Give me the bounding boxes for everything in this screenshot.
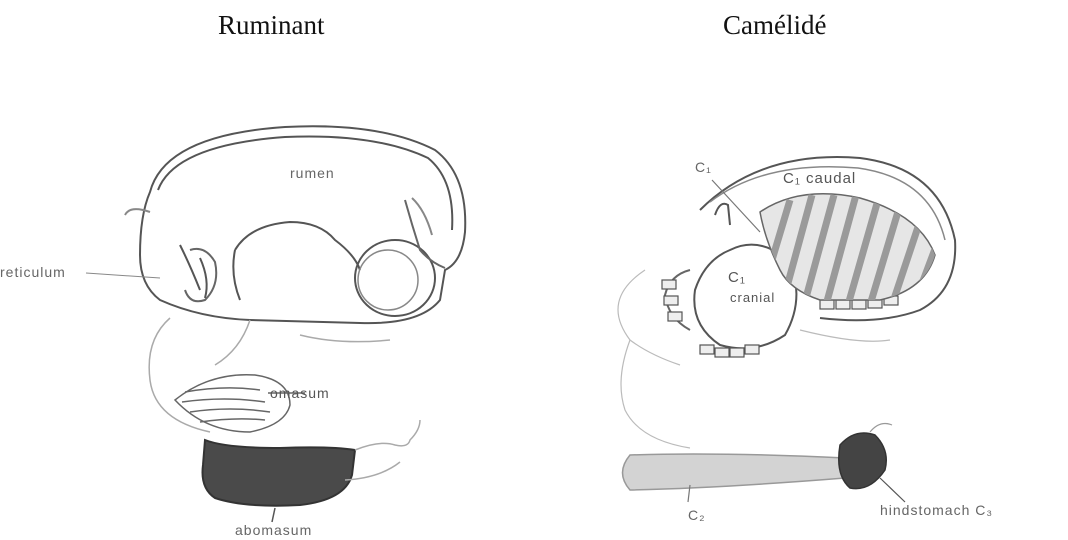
omasum-shape <box>175 375 305 432</box>
abomasum-label: abomasum <box>235 522 312 538</box>
c1-top-label: C₁ <box>695 159 712 175</box>
cranial-label: cranial <box>730 290 775 305</box>
c2-compartment <box>623 454 846 502</box>
abomasum-shape <box>203 420 421 522</box>
hindstomach-c3 <box>839 424 905 502</box>
reticulum-label: reticulum <box>0 264 66 280</box>
c1-left-label: C₁ <box>728 269 746 286</box>
rumen-outline <box>140 126 465 323</box>
hindstomach-label: hindstomach C₃ <box>880 502 993 518</box>
rumen-label: rumen <box>290 165 335 181</box>
c1-caudal-sacs <box>760 194 944 305</box>
c2-label: C₂ <box>688 507 706 523</box>
omasum-label: omasum <box>270 385 330 401</box>
c1-caudal-label: C₁ caudal <box>783 170 856 187</box>
